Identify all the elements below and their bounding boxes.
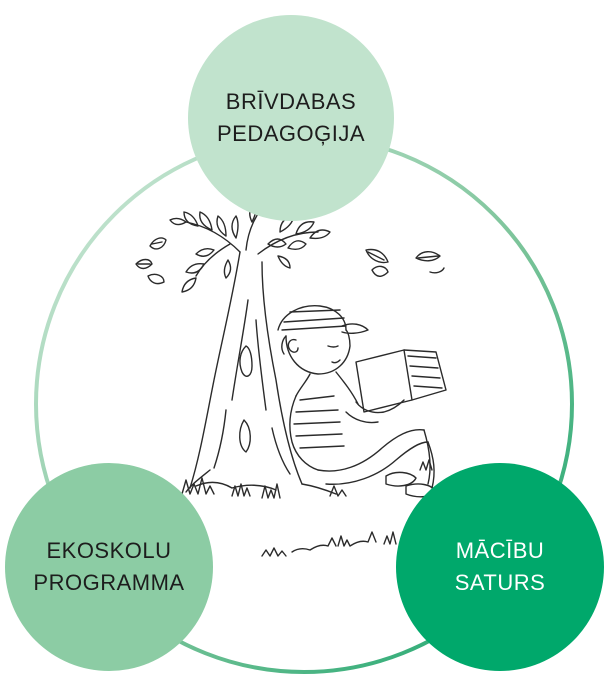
node-right-line-1: MĀCĪBU <box>455 538 545 563</box>
falling-leaves <box>135 237 445 285</box>
node-brivdabas-pedagogija: BRĪVDABAS PEDAGOĢIJA <box>188 15 394 221</box>
node-top-line-2: PEDAGOĢIJA <box>216 121 366 146</box>
boy-figure <box>277 305 447 498</box>
node-macibu-saturs: MĀCĪBU SATURS <box>396 463 604 671</box>
grass-tufts <box>181 459 433 557</box>
node-top-line-1: BRĪVDABAS <box>225 89 357 114</box>
node-ekoskolu-programma: EKOSKOLU PROGRAMMA <box>5 463 213 671</box>
node-left-line-2: PROGRAMMA <box>33 570 185 595</box>
tree-trunk <box>185 251 337 495</box>
node-right-line-2: SATURS <box>454 570 546 595</box>
node-left-line-1: EKOSKOLU <box>46 538 172 563</box>
